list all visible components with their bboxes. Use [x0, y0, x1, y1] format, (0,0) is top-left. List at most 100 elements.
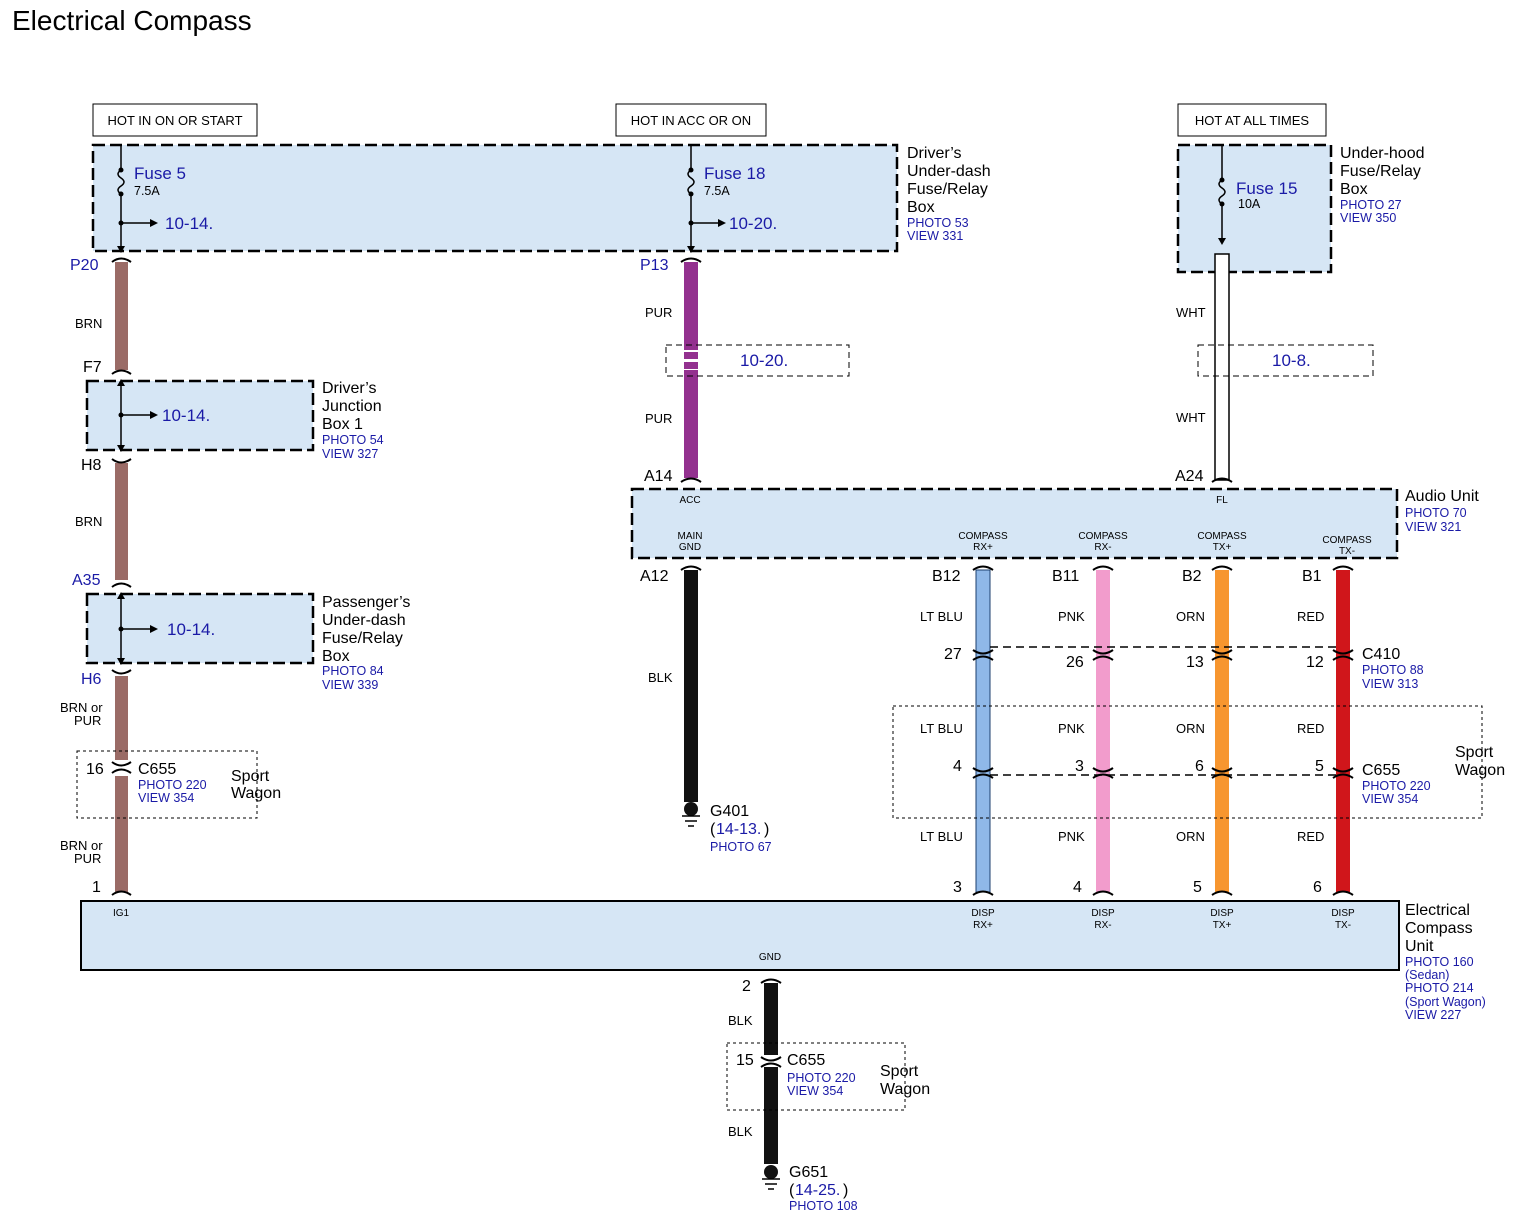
g651-ref: 14-25. [795, 1182, 840, 1199]
compass-term-rxm-2: RX- [1094, 920, 1111, 931]
audio-term-rxm-2: RX- [1094, 542, 1111, 553]
g651-photo: PHOTO 108 [789, 1199, 858, 1213]
driver-box-name-2: Under-dash [907, 163, 991, 180]
pin-p20: P20 [70, 257, 99, 274]
audio-term-txp-2: TX+ [1213, 542, 1232, 553]
pin-b1: B1 [1302, 568, 1322, 585]
compass-term-ig1: IG1 [113, 908, 130, 919]
fuse-15-rating: 10A [1238, 197, 1261, 211]
junction-photo: PHOTO 54 [322, 433, 384, 447]
c410-photo: PHOTO 88 [1362, 663, 1424, 677]
c655-right-pin-3: 3 [1075, 758, 1084, 775]
c655-left-name: C655 [138, 761, 176, 778]
svg-text:HOT IN ON OR START: HOT IN ON OR START [107, 113, 242, 128]
wht-wire [1211, 253, 1233, 483]
wire-color-brn-2: BRN [75, 514, 102, 529]
wire-color-seg3-2: PUR [74, 713, 101, 728]
fuse-18-ref: 10-20. [729, 214, 777, 233]
compass-name-3: Unit [1405, 938, 1434, 955]
acc-wire-ref: 10-20. [740, 351, 788, 370]
c655-right-note-1: Sport [1455, 744, 1494, 761]
driver-box-photo: PHOTO 53 [907, 216, 969, 230]
arrow-down-icon [117, 246, 125, 253]
fuse-5-ref: 10-14. [165, 214, 213, 233]
wire-color-pnk-1: PNK [1058, 609, 1085, 624]
compass-name-2: Compass [1405, 920, 1473, 937]
g651-ref-open: ( [789, 1182, 795, 1199]
hot-label-center: HOT IN ACC OR ON [615, 103, 767, 137]
pin-a14: A14 [644, 468, 673, 485]
pin-b12: B12 [932, 568, 961, 585]
compass-term-rxp-2: RX+ [973, 920, 993, 931]
bottom-ground-wire [760, 978, 782, 1190]
c655-left-photo: PHOTO 220 [138, 778, 207, 792]
pin-h8: H8 [81, 457, 102, 474]
unit-pin-3: 3 [953, 879, 962, 896]
c655-right-name: C655 [1362, 762, 1400, 779]
page-title: Electrical Compass [12, 5, 252, 36]
hot-label-right: HOT AT ALL TIMES [1177, 103, 1327, 137]
fuse-18-rating: 7.5A [704, 184, 730, 198]
c655-left-note-1: Sport [231, 768, 270, 785]
c410-view: VIEW 313 [1362, 677, 1418, 691]
audio-term-rxp-1: COMPASS [958, 531, 1008, 542]
comm-wire-pnk [1096, 570, 1110, 892]
acc-ref-region [665, 344, 850, 377]
wire-color-orn-3: ORN [1176, 829, 1205, 844]
audio-term-fl: FL [1216, 495, 1228, 506]
hot-label-left: HOT IN ON OR START [92, 103, 258, 137]
compass-ref-4: (Sport Wagon) [1405, 995, 1486, 1009]
compass-ref-2: (Sedan) [1405, 968, 1449, 982]
g651-ref-close: ) [843, 1182, 848, 1199]
wire-color-pnk-2: PNK [1058, 721, 1085, 736]
wire-color-wht-1: WHT [1176, 305, 1206, 320]
fuse-15-name: Fuse 15 [1236, 179, 1297, 198]
wire-color-ltblu-2: LT BLU [920, 721, 963, 736]
g651-name: G651 [789, 1164, 828, 1181]
g401-photo: PHOTO 67 [710, 840, 772, 854]
g401-name: G401 [710, 803, 749, 820]
left-wire [115, 262, 128, 892]
c410-name: C410 [1362, 646, 1400, 663]
c410-pin-26: 26 [1066, 654, 1084, 671]
compass-term-txm-2: TX- [1335, 920, 1351, 931]
wire-color-brn-1: BRN [75, 316, 102, 331]
wire-color-blk-3: BLK [728, 1124, 753, 1139]
comm-wire-orn [1215, 570, 1229, 892]
wire-color-pnk-3: PNK [1058, 829, 1085, 844]
wire-color-seg3-1: BRN or [60, 700, 103, 715]
wire-color-pur-2: PUR [645, 411, 672, 426]
underhood-name-1: Under-hood [1340, 145, 1425, 162]
compass-term-txm-1: DISP [1331, 908, 1355, 919]
acc-wire [680, 257, 702, 483]
compass-ref-5: VIEW 227 [1405, 1008, 1461, 1022]
underhood-view: VIEW 350 [1340, 211, 1396, 225]
unit-pin-6: 6 [1313, 879, 1322, 896]
svg-text:HOT IN ACC OR ON: HOT IN ACC OR ON [631, 113, 751, 128]
svg-text:HOT AT ALL TIMES: HOT AT ALL TIMES [1195, 113, 1309, 128]
driver-junction-box: 10-14. [85, 379, 315, 452]
comm-wire-ltblu [975, 569, 991, 893]
wire-color-ltblu-1: LT BLU [920, 609, 963, 624]
c655-bottom-note-2: Wagon [880, 1081, 930, 1098]
left-connector-caps [111, 257, 132, 896]
c655-right-pin-6: 6 [1195, 758, 1204, 775]
wire-color-orn-1: ORN [1176, 609, 1205, 624]
c655-right-note-2: Wagon [1455, 762, 1505, 779]
audio-term-txp-1: COMPASS [1197, 531, 1247, 542]
wht-ref-region [1197, 344, 1374, 377]
c655-left-region [76, 750, 258, 819]
audio-term-rxm-1: COMPASS [1078, 531, 1128, 542]
audio-unit-name: Audio Unit [1405, 488, 1479, 505]
pin-f7: F7 [83, 359, 102, 376]
fuse-18-icon [687, 169, 695, 195]
c655-bottom-name: C655 [787, 1052, 825, 1069]
underhood-photo: PHOTO 27 [1340, 198, 1402, 212]
underhood-name-2: Fuse/Relay [1340, 163, 1421, 180]
c655-right-region [892, 705, 1483, 819]
audio-term-txm-2: TX- [1339, 546, 1355, 557]
c655-right-pin-4: 4 [953, 758, 962, 775]
c655-bottom-pin: 15 [736, 1052, 754, 1069]
audio-term-gnd-2: GND [679, 542, 701, 553]
